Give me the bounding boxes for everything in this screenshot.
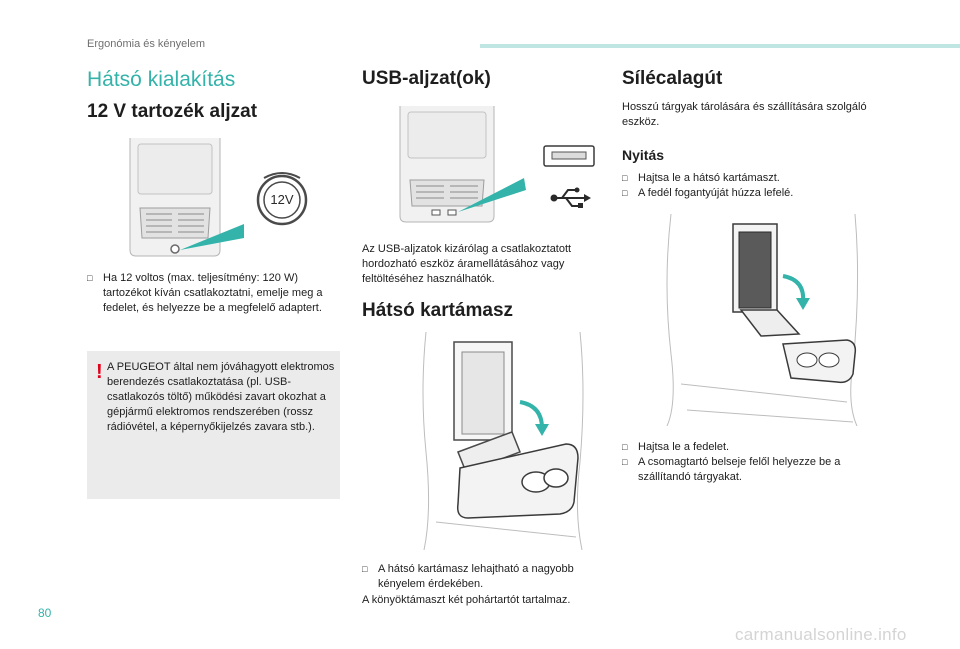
illustration-rear-armrest <box>416 332 591 550</box>
bullet-open-1-text: Hajtsa le a hátsó kartámaszt. <box>638 172 780 184</box>
bullet-12v-text: Ha 12 voltos (max. teljesítmény: 120 W) … <box>103 272 323 314</box>
heading-opening: Nyitás <box>622 147 665 163</box>
warning-text: A PEUGEOT által nem jóváhagyott elektrom… <box>107 361 335 433</box>
heading-rear-armrest: Hátsó kartámasz <box>362 300 514 321</box>
bullet-marker-icon: □ <box>87 273 93 283</box>
header-accent-bar <box>480 44 960 48</box>
ski-tunnel-intro: Hosszú tárgyak tárolására és szállításár… <box>622 101 867 128</box>
bullet-close-2-text: A csomagtartó belseje felől helyezze be … <box>638 456 841 483</box>
bullet-marker-icon: □ <box>622 457 628 467</box>
illustration-ski-tunnel <box>657 214 867 426</box>
bullet-marker-icon: □ <box>622 442 628 452</box>
chapter-header: Ergonómia és kényelem <box>87 38 206 50</box>
heading-usb: USB-aljzat(ok) <box>362 68 491 89</box>
bullet-open-2-text: A fedél fogantyúját húzza lefelé. <box>638 187 794 199</box>
bullet-armrest: □ A hátsó kartámasz lehajtható a nagyobb… <box>362 562 602 592</box>
warning-box: ! A PEUGEOT által nem jóváhagyott elektr… <box>87 351 340 499</box>
page-number: 80 <box>38 606 52 620</box>
bullet-open-1: □ Hajtsa le a hátsó kartámaszt. <box>622 171 877 186</box>
bullet-open-2: □ A fedél fogantyúját húzza lefelé. <box>622 186 877 201</box>
illustration-usb-socket <box>396 106 601 228</box>
bullet-marker-icon: □ <box>622 173 628 183</box>
bullet-close-1-text: Hajtsa le a fedelet. <box>638 441 730 453</box>
heading-ski-tunnel: Sílécalagút <box>622 68 723 89</box>
bullet-marker-icon: □ <box>362 564 368 574</box>
socket-label: 12V <box>270 192 294 207</box>
bullet-armrest-text: A hátsó kartámasz lehajtható a nagyobb k… <box>378 563 574 590</box>
bullet-marker-icon: □ <box>622 188 628 198</box>
heading-12v-socket: 12 V tartozék aljzat <box>87 101 258 122</box>
armrest-cupholder-text: A könyöktámaszt két pohártartót tartalma… <box>362 594 571 606</box>
illustration-12v-socket: 12V <box>122 138 332 266</box>
bullet-close-1: □ Hajtsa le a fedelet. <box>622 440 877 455</box>
section-title: Hátsó kialakítás <box>87 68 236 91</box>
usb-description: Az USB-aljzatok kizárólag a csatlakoztat… <box>362 243 572 285</box>
watermark: carmanualsonline.info <box>735 625 907 644</box>
bullet-close-2: □ A csomagtartó belseje felől helyezze b… <box>622 455 877 485</box>
bullet-12v: □ Ha 12 voltos (max. teljesítmény: 120 W… <box>87 271 327 316</box>
warning-icon: ! <box>96 361 103 383</box>
